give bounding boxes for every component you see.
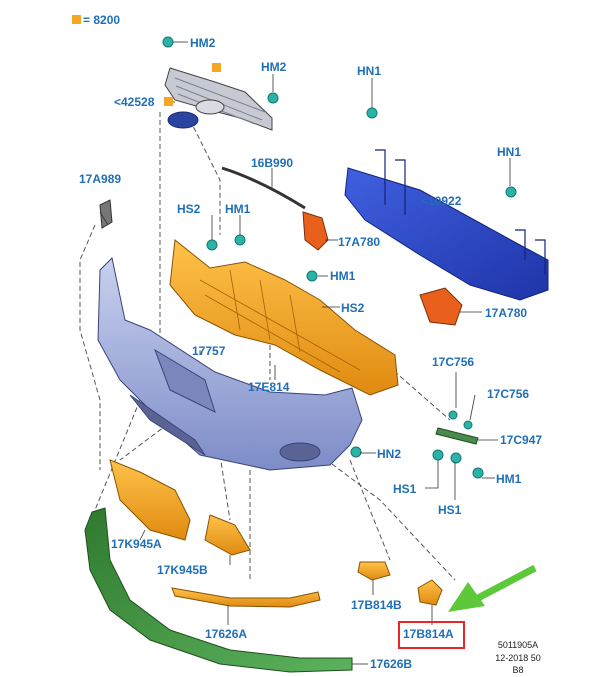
bumper-cover[interactable]	[97, 256, 363, 471]
upper-grille[interactable]	[164, 67, 273, 131]
label-hn1-right[interactable]: HN1	[497, 145, 522, 159]
label-17a780-upper[interactable]: 17A780	[338, 235, 381, 249]
label-17e814[interactable]: 17E814	[248, 380, 290, 394]
highlight-box	[398, 621, 465, 649]
clip-icons	[162, 36, 517, 479]
orange-marker-emblem	[164, 97, 173, 106]
label-hs1-left[interactable]: HS1	[393, 482, 417, 496]
fog-cover-17b814b[interactable]	[357, 561, 391, 581]
bracket-17a780-upper[interactable]	[302, 211, 329, 251]
label-hm1-right[interactable]: HM1	[496, 472, 522, 486]
label-17a989[interactable]: 17A989	[79, 172, 122, 186]
bracket-17a989[interactable]	[99, 199, 113, 229]
label-42528[interactable]: <42528	[114, 95, 155, 109]
label-16b990[interactable]: 16B990	[251, 156, 294, 170]
label-hm1-left[interactable]: HM1	[225, 202, 251, 216]
bumper-reinforcement[interactable]	[344, 149, 549, 301]
legend-swatch	[72, 15, 81, 24]
legend-text: = 8200	[83, 13, 121, 27]
grille-center-badge	[195, 99, 225, 115]
label-17757[interactable]: 17757	[192, 344, 226, 358]
tow-bracket-17c947[interactable]	[435, 427, 479, 445]
label-17c947[interactable]: 17C947	[500, 433, 543, 447]
hood-seal-strip[interactable]	[221, 166, 306, 210]
label-hs2-left[interactable]: HS2	[177, 202, 201, 216]
label-hn1-top[interactable]: HN1	[357, 64, 382, 78]
label-hn2[interactable]: HN2	[377, 447, 402, 461]
label-17k945b[interactable]: 17K945B	[157, 563, 208, 577]
doc-ref-line3: B8	[512, 665, 524, 675]
label-hs2-mid[interactable]: HS2	[341, 301, 365, 315]
label-17626a[interactable]: 17626A	[205, 627, 248, 641]
label-17k945a[interactable]: 17K945A	[111, 537, 162, 551]
energy-absorber[interactable]	[169, 239, 399, 396]
fog-cover-17b814a[interactable]	[417, 579, 443, 606]
ford-emblem[interactable]	[167, 111, 199, 129]
label-hm2-top[interactable]: HM2	[190, 36, 216, 50]
bracket-17a780-lower[interactable]	[419, 287, 463, 326]
lower-trim-17626a[interactable]	[171, 587, 321, 608]
fog-bezel-17k945b[interactable]	[204, 514, 251, 556]
label-17a780-lower[interactable]: 17A780	[485, 306, 528, 320]
label-hm2-grille[interactable]: HM2	[261, 60, 287, 74]
doc-ref-line2: 12-2018 50	[495, 653, 541, 663]
orange-marker-grille	[212, 63, 221, 72]
absorber-ribs-icon	[199, 269, 361, 373]
label-17b814a[interactable]: 17B814A	[403, 627, 454, 641]
label-17c756-b[interactable]: 17C756	[487, 387, 530, 401]
pointer-arrow-icon	[448, 564, 537, 612]
label-10922[interactable]: <10922	[421, 194, 462, 208]
label-17b814b[interactable]: 17B814B	[351, 598, 402, 612]
label-17626b[interactable]: 17626B	[370, 657, 413, 671]
label-hs1-bottom[interactable]: HS1	[438, 503, 462, 517]
doc-ref-line1: 5011905A	[497, 640, 539, 650]
lower-grille-17k945a[interactable]	[109, 459, 191, 541]
label-17c756-a[interactable]: 17C756	[432, 355, 475, 369]
label-hm1-mid[interactable]: HM1	[330, 269, 356, 283]
